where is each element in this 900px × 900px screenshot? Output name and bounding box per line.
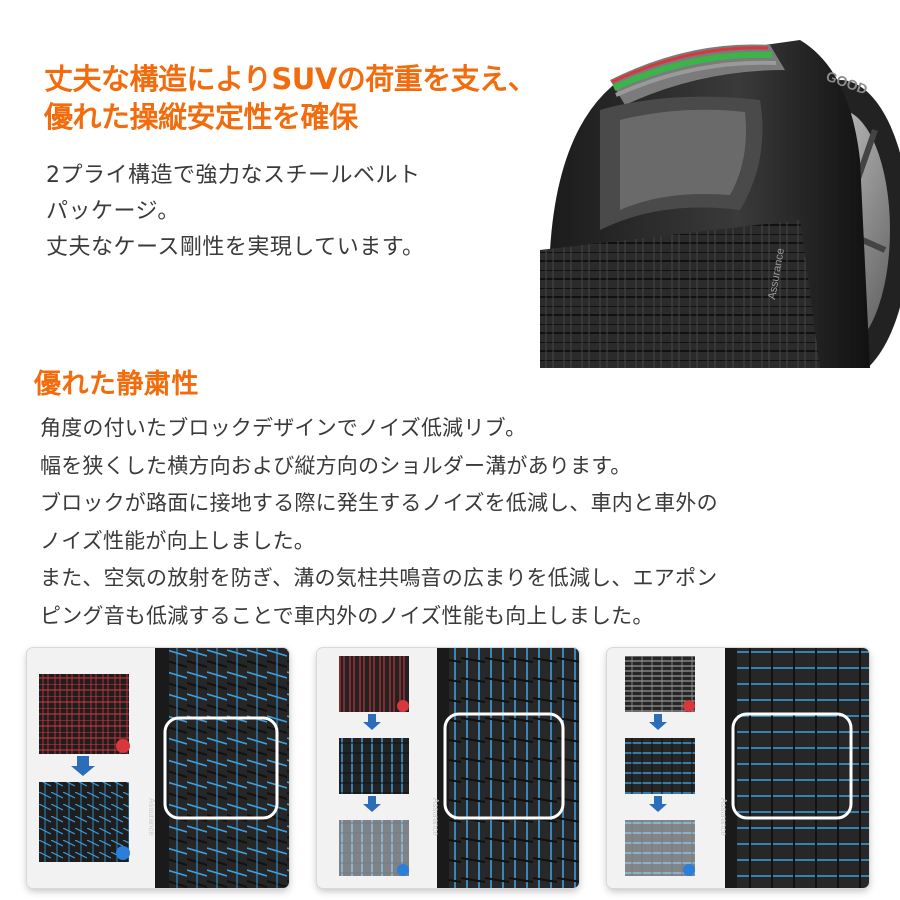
tread-comparison-illustration-3: Assurance — [625, 648, 869, 888]
structure-headline-line-2: 優れた操縦安定性を確保 — [44, 100, 358, 134]
arrow-down-icon — [649, 714, 667, 730]
arrow-down-icon — [363, 714, 381, 730]
structure-description-line-1: 2プライ構造で強力なスチールベルト — [46, 163, 421, 188]
structure-description: 2プライ構造で強力なスチールベルト パッケージ。 丈夫なケース剛性を実現していま… — [46, 158, 425, 266]
tread-comparison-panel-3: Assurance — [607, 648, 869, 888]
tread-comparison-panel-2: Assurance — [317, 648, 579, 888]
quietness-line-5: また、空気の放射を防ぎ、溝の気柱共鳴音の広まりを低減し、エアポン — [40, 566, 718, 590]
speaker-loud-icon — [683, 700, 695, 712]
assurance-sidewall-text: Assurance — [431, 798, 440, 836]
tire-cutaway-illustration: GOOD Assurance — [540, 40, 900, 368]
arrow-down-icon — [649, 796, 667, 812]
speaker-loud-icon — [397, 700, 409, 712]
assurance-sidewall-text: Assurance — [147, 798, 156, 836]
quietness-line-4: ノイズ性能が向上しました。 — [40, 528, 315, 553]
speaker-quiet-icon — [397, 864, 409, 876]
quietness-line-6: ピング音も低減することで車内外のノイズ性能も向上しました。 — [40, 603, 654, 628]
arrow-down-icon — [363, 796, 381, 812]
structure-headline: 丈夫な構造によりSUVの荷重を支え、 優れた操縦安定性を確保 — [44, 60, 584, 136]
tire-cutaway-image: GOOD Assurance — [540, 0, 900, 368]
highlight-frame — [731, 712, 853, 820]
quietness-title: 優れた静粛性 — [34, 369, 199, 400]
quietness-description: 角度の付いたブロックデザインでノイズ低減リブ。 幅を狭くした横方向および縦方向の… — [40, 410, 880, 635]
quietness-line-2: 幅を狭くした横方向および縦方向のショルダー溝があります。 — [40, 453, 632, 478]
highlight-frame — [163, 716, 279, 820]
tread-comparison-illustration-1: Assurance — [39, 648, 289, 888]
assurance-sidewall-text: Assurance — [719, 798, 728, 836]
arrow-down-icon — [71, 756, 95, 776]
structure-headline-line-1: 丈夫な構造によりSUVの荷重を支え、 — [44, 62, 537, 96]
quietness-line-1: 角度の付いたブロックデザインでノイズ低減リブ。 — [40, 416, 527, 440]
structure-description-line-3: 丈夫なケース剛性を実現しています。 — [46, 235, 425, 260]
highlight-frame — [443, 712, 565, 820]
quietness-line-3: ブロックが路面に接地する際に発生するノイズを低減し、車内と車外の — [40, 491, 718, 515]
speaker-loud-icon — [116, 739, 130, 753]
speaker-quiet-icon — [683, 864, 695, 876]
speaker-quiet-icon — [116, 846, 130, 860]
structure-description-line-2: パッケージ。 — [46, 199, 180, 224]
tread-comparison-panel-1: Assurance — [27, 648, 289, 888]
tread-comparison-illustration-2: Assurance — [339, 648, 579, 888]
